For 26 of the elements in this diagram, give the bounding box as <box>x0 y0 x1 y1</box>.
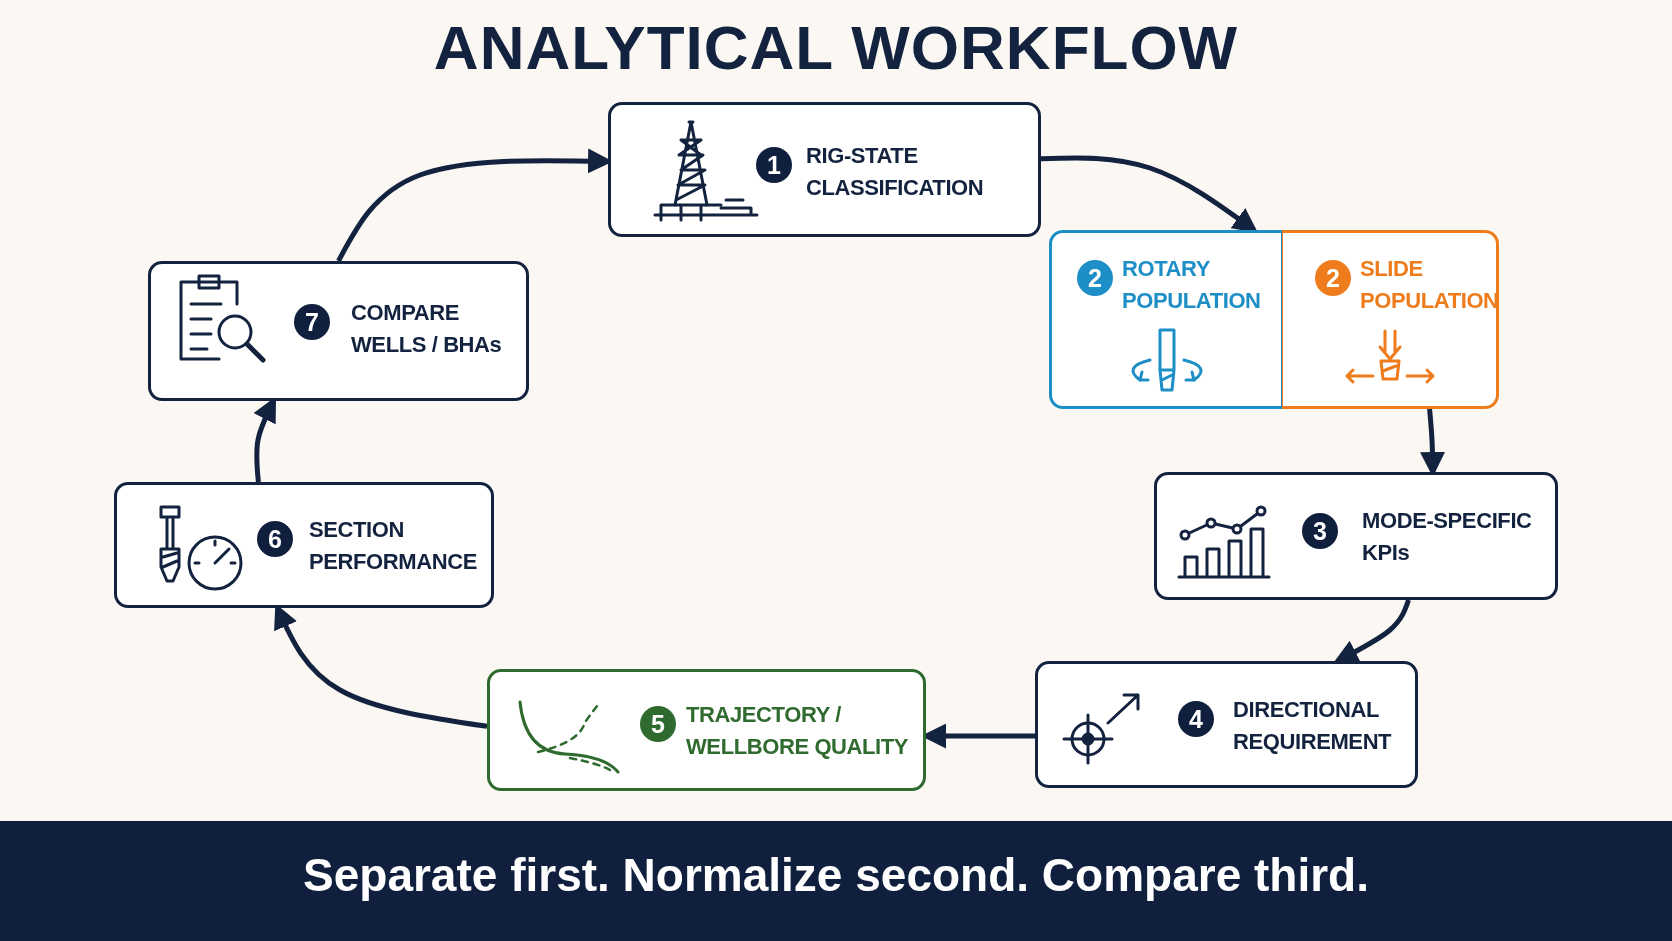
process-box <box>487 669 926 791</box>
step-number: 2 <box>1315 260 1351 296</box>
process-box <box>608 102 1041 237</box>
step-label: ROTARY POPULATION <box>1122 255 1262 315</box>
step-label: DIRECTIONAL REQUIREMENT <box>1233 696 1393 756</box>
step-label: COMPARE WELLS / BHAs <box>351 299 503 359</box>
step-number: 6 <box>257 521 293 557</box>
step-label: RIG-STATE CLASSIFICATION <box>806 142 985 202</box>
process-box <box>1049 230 1282 409</box>
step-label: TRAJECTORY / WELLBORE QUALITY <box>686 701 910 761</box>
caption: Separate first. Normalize second. Compare third. <box>302 848 1370 902</box>
process-box <box>1035 661 1418 788</box>
step-number: 2 <box>1077 260 1113 296</box>
step-number: 3 <box>1302 513 1338 549</box>
process-box <box>148 261 529 401</box>
step-number: 1 <box>756 147 792 183</box>
step-number: 5 <box>640 706 676 742</box>
step-label: SECTION PERFORMANCE <box>309 516 478 576</box>
title: ANALYTICAL WORKFLOW <box>432 12 1240 83</box>
process-box <box>1282 230 1499 409</box>
step-label: SLIDE POPULATION <box>1360 255 1500 315</box>
process-box <box>1154 472 1558 600</box>
step-number: 4 <box>1178 701 1214 737</box>
process-box <box>114 482 494 608</box>
step-number: 7 <box>294 304 330 340</box>
step-label: MODE-SPECIFIC KPIs <box>1362 507 1533 567</box>
